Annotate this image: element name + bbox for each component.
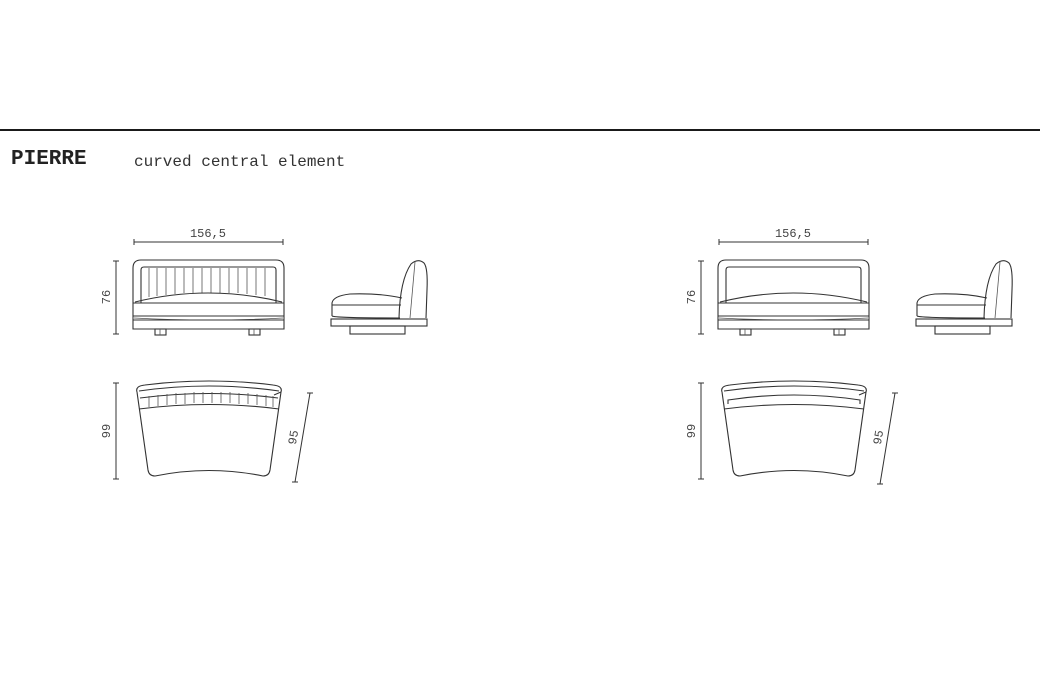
plan-view-drawing: 99 95 xyxy=(685,380,898,485)
plan-depth-label: 99 xyxy=(100,424,114,438)
front-height-label: 76 xyxy=(685,290,699,304)
header-divider xyxy=(0,129,1040,131)
side-view-drawing xyxy=(915,260,1013,335)
product-name: PIERRE xyxy=(11,148,87,171)
plan-side-depth-label: 95 xyxy=(286,429,302,446)
front-width-label: 156,5 xyxy=(775,227,811,241)
front-width-label: 156,5 xyxy=(190,227,226,241)
front-view-drawing: 156,5 76 xyxy=(685,227,870,336)
plan-view-drawing: 99 95 xyxy=(100,380,313,483)
variant-plain: 156,5 76 xyxy=(685,227,1013,485)
front-view-drawing: 156,5 76 xyxy=(100,227,285,336)
product-description: curved central element xyxy=(134,153,346,171)
plan-depth-label: 99 xyxy=(685,424,699,438)
side-view-drawing xyxy=(330,260,428,335)
front-height-label: 76 xyxy=(100,290,114,304)
plan-side-depth-label: 95 xyxy=(871,429,887,446)
variant-quilted: 156,5 76 xyxy=(100,227,428,483)
